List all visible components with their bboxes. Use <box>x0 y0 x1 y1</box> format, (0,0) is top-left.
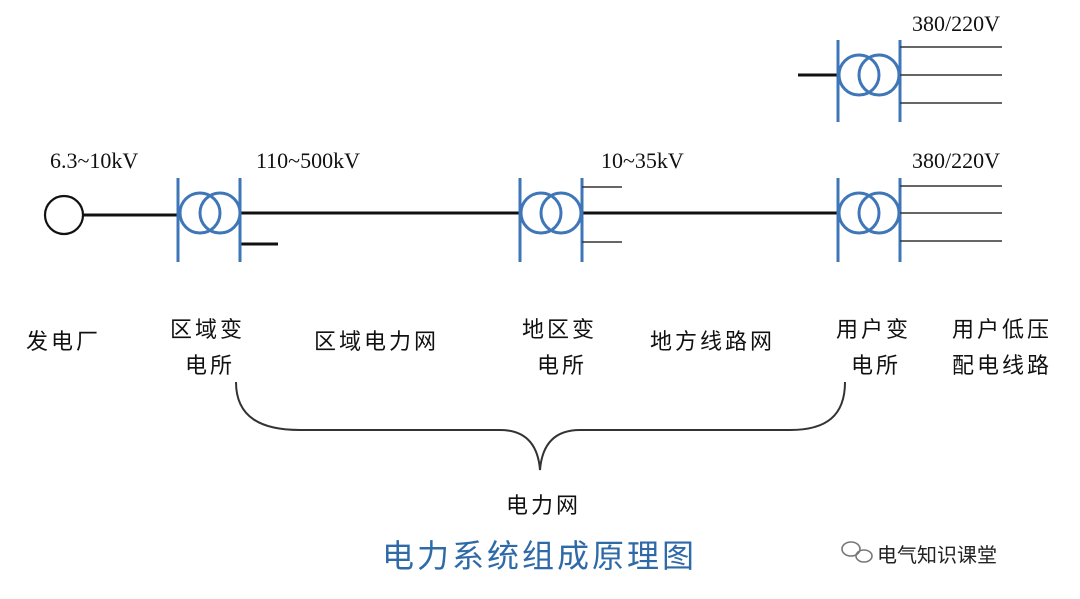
area-substation-feeders <box>582 186 622 243</box>
label-regional-grid: 区域电力网 <box>314 330 439 355</box>
label-lv-line-1: 用户低压 <box>952 318 1052 343</box>
voltage-distribution: 10~35kV <box>601 148 684 173</box>
label-grid: 电力网 <box>506 494 581 519</box>
label-regional-substation-1: 区域变 <box>170 318 245 343</box>
label-local-network: 地方线路网 <box>650 330 775 355</box>
voltage-top-lv: 380/220V <box>912 11 1000 36</box>
voltage-user-lv: 380/220V <box>912 148 1000 173</box>
label-lv-line-2: 配电线路 <box>952 354 1052 379</box>
area-substation-transformer <box>518 178 584 262</box>
label-user-substation-2: 电所 <box>851 354 901 379</box>
label-area-substation-2: 电所 <box>537 354 587 379</box>
diagram-title: 电力系统组成原理图 <box>382 537 697 575</box>
watermark-text: 电气知识课堂 <box>877 543 997 567</box>
voltage-transmission: 110~500kV <box>256 148 360 173</box>
watermark: 电气知识课堂 <box>841 541 997 567</box>
voltage-generator: 6.3~10kV <box>50 148 138 173</box>
label-power-plant: 发电厂 <box>26 330 101 355</box>
user-lv-feeders <box>900 185 1002 242</box>
generator-symbol <box>43 194 85 236</box>
label-user-substation-1: 用户变 <box>836 318 911 343</box>
regional-substation-transformer <box>176 178 242 262</box>
grid-brace <box>235 381 846 471</box>
user-substation-transformer <box>836 178 902 262</box>
label-area-substation-1: 地区变 <box>522 318 597 343</box>
label-regional-substation-2: 电所 <box>185 354 235 379</box>
top-user-transformer <box>836 40 902 122</box>
chat-bubble-icon <box>841 541 873 563</box>
top-lv-feeders <box>900 46 1002 104</box>
